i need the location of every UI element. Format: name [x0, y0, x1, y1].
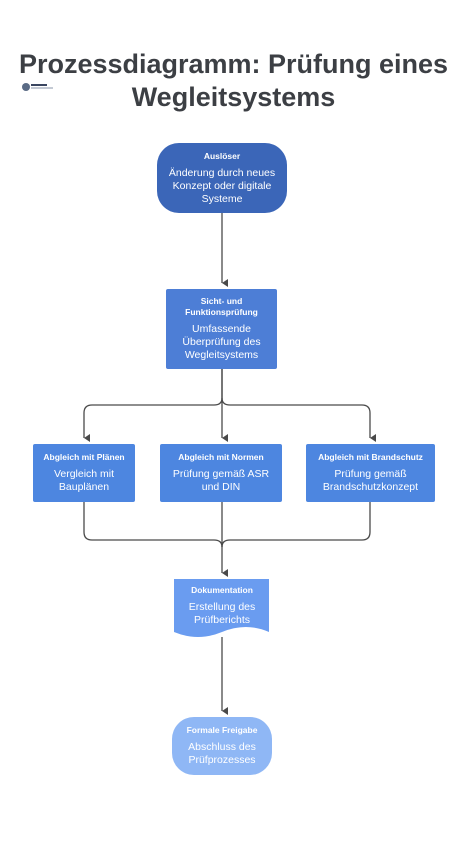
node-compare-norms: Abgleich mit Normen Prüfung gemäß ASR un…: [160, 444, 282, 502]
connector-check-fire: [221, 397, 376, 442]
node-compare-plans-heading: Abgleich mit Plänen: [43, 452, 125, 462]
logo-lines-icon: [31, 83, 53, 91]
node-documentation: Dokumentation Erstellung des Prüfbericht…: [176, 580, 268, 632]
connector-plans-doc: [83, 502, 223, 548]
node-formal-release-text: Abschluss des Prüfprozesses: [188, 741, 256, 766]
node-compare-fire-safety-text: Prüfung gemäß Brandschutzkonzept: [322, 468, 419, 493]
node-inspection: Sicht- und Funktionsprüfung Umfassende Ü…: [166, 289, 277, 369]
page-title: Prozessdiagramm: Prüfung eines Wegleitsy…: [0, 48, 467, 114]
node-compare-norms-text: Prüfung gemäß ASR und DIN: [172, 468, 270, 493]
node-compare-norms-heading: Abgleich mit Normen: [178, 452, 264, 462]
node-inspection-heading: Sicht- und Funktionsprüfung: [185, 296, 258, 317]
page-title-line-1: Prozessdiagramm: Prüfung eines: [18, 49, 449, 79]
node-documentation-heading: Dokumentation: [191, 585, 253, 595]
documentation-shape: [174, 579, 269, 637]
node-trigger-text: Änderung durch neues Konzept oder digita…: [168, 166, 276, 205]
node-compare-fire-safety: Abgleich mit Brandschutz Prüfung gemäß B…: [306, 444, 435, 502]
node-formal-release: Formale Freigabe Abschluss des Prüfproze…: [172, 717, 272, 775]
node-compare-plans: Abgleich mit Plänen Vergleich mit Bauplä…: [33, 444, 135, 502]
logo-mark-icon: [22, 83, 30, 91]
node-compare-fire-safety-heading: Abgleich mit Brandschutz: [318, 452, 423, 462]
page-title-line-2: Wegleitsystems: [131, 82, 336, 112]
node-trigger-heading: Auslöser: [203, 150, 241, 161]
logo: [22, 82, 54, 92]
connector-check-plans: [83, 369, 223, 442]
connector-fire-doc: [221, 502, 371, 548]
node-formal-release-heading: Formale Freigabe: [186, 725, 258, 735]
node-trigger: Auslöser Änderung durch neues Konzept od…: [157, 143, 287, 213]
node-inspection-text: Umfassende Überprüfung des Wegleitsystem…: [182, 323, 261, 361]
node-compare-plans-text: Vergleich mit Bauplänen: [53, 468, 115, 493]
node-documentation-text: Erstellung des Prüfberichts: [188, 601, 256, 626]
